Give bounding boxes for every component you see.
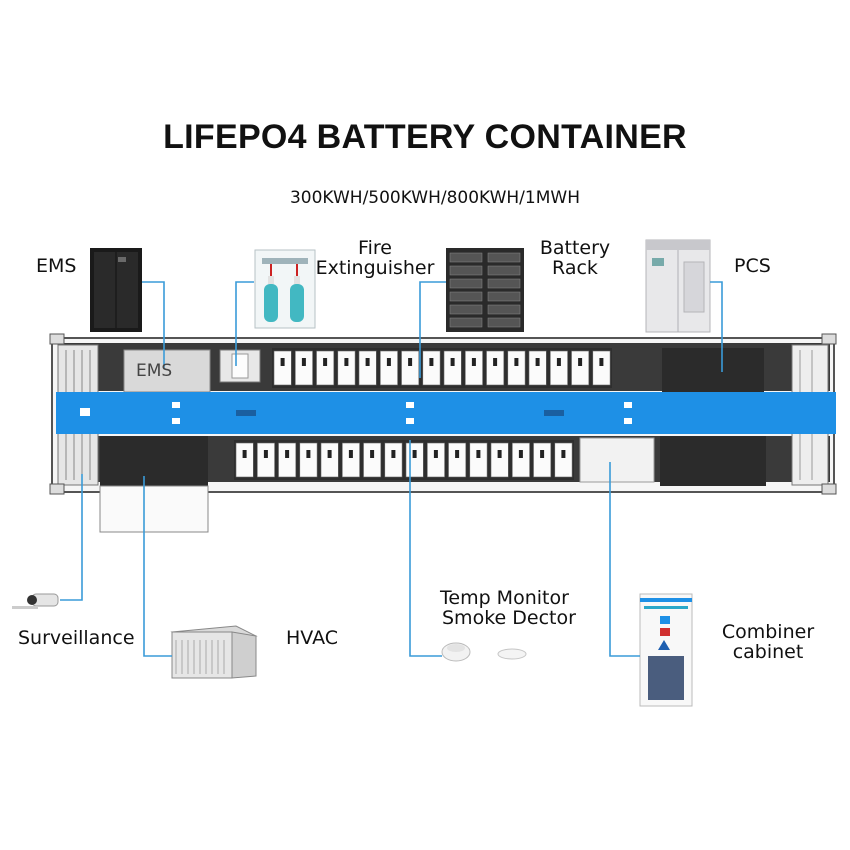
pcs-block: [662, 348, 764, 392]
lower-battery-rack: [234, 440, 574, 480]
battery-module: [511, 442, 530, 478]
battery-module: [507, 350, 526, 386]
pcs-cabinet-illustration: [645, 239, 711, 333]
battery-module: [528, 350, 547, 386]
pcs-label: PCS: [734, 255, 771, 277]
combiner-label-line1: Combiner: [721, 621, 815, 643]
battery-module: [401, 350, 420, 386]
battery-module: [337, 350, 356, 386]
battery-module: [273, 350, 292, 386]
battery-rack-illustration: [446, 248, 524, 332]
combiner-cabinet-illustration: [639, 593, 693, 707]
battery-module: [235, 442, 254, 478]
combiner-box: [579, 437, 655, 483]
container-body: [49, 333, 837, 533]
battery-module: [256, 442, 275, 478]
fire-extinguisher-label-line1: Fire: [358, 237, 392, 259]
smoke-detector-label: Smoke Dector: [442, 607, 576, 629]
battery-module: [490, 442, 509, 478]
battery-module: [405, 442, 424, 478]
battery-module: [379, 350, 398, 386]
fire-extinguisher-illustration: [254, 249, 316, 329]
battery-module: [533, 442, 552, 478]
ems-panel-label: EMS: [136, 361, 173, 381]
battery-module: [358, 350, 377, 386]
battery-module: [469, 442, 488, 478]
blue-band: [56, 392, 836, 434]
ems-label: EMS: [36, 255, 77, 277]
battery-module: [592, 350, 611, 386]
capacity-subtitle: 300KWH/500KWH/800KWH/1MWH: [289, 188, 580, 208]
battery-module: [299, 442, 318, 478]
battery-module: [426, 442, 445, 478]
battery-rack-label-line1: Battery: [539, 237, 611, 259]
upper-battery-rack: [272, 348, 612, 388]
temp-monitor-label: Temp Monitor: [440, 587, 569, 609]
battery-module: [571, 350, 590, 386]
surveillance-label: Surveillance: [18, 627, 135, 649]
hvac-label: HVAC: [286, 627, 338, 649]
ems-cabinet-illustration: [90, 248, 142, 332]
battery-module: [363, 442, 382, 478]
surveillance-camera-illustration: [12, 593, 59, 609]
battery-module: [320, 442, 339, 478]
battery-module: [278, 442, 297, 478]
hvac-unit-illustration: [170, 625, 258, 679]
battery-module: [448, 442, 467, 478]
connector-lines: [60, 281, 723, 657]
combiner-label-line2: cabinet: [732, 641, 804, 663]
battery-module: [422, 350, 441, 386]
lower-right-cabinet: [660, 436, 766, 486]
battery-module: [294, 350, 313, 386]
battery-module: [384, 442, 403, 478]
battery-module: [486, 350, 505, 386]
diagram-title: LIFEPO4 BATTERY CONTAINER: [163, 118, 687, 156]
hvac-skid: [99, 485, 209, 533]
fire-extinguisher-label-line2: Extinguisher: [315, 257, 435, 279]
battery-module: [443, 350, 462, 386]
battery-module: [341, 442, 360, 478]
hvac-block: [100, 436, 208, 486]
battery-module: [549, 350, 568, 386]
battery-module: [316, 350, 335, 386]
smoke-detector-illustration: [441, 642, 527, 662]
battery-rack-label-line2: Rack: [552, 257, 598, 279]
battery-module: [554, 442, 573, 478]
battery-module: [464, 350, 483, 386]
